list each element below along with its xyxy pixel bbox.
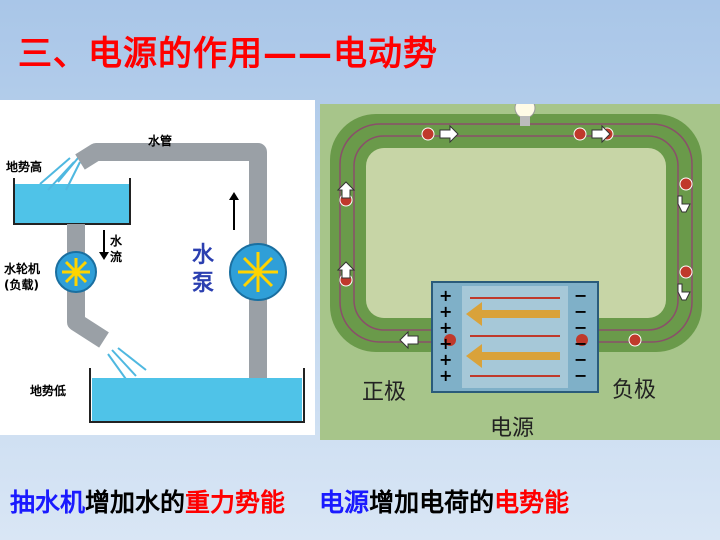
upper-tank-water bbox=[14, 184, 130, 224]
down-arrow-head bbox=[99, 252, 109, 260]
plus-sign: + bbox=[439, 366, 453, 385]
water-analogy-diagram: 水管 地势高 水 流 水轮机 (负载) 地势低 水 泵 bbox=[0, 100, 315, 435]
pump-label-2: 泵 bbox=[192, 270, 215, 296]
caption-increase-charge: 增加电荷的 bbox=[369, 488, 495, 517]
power-source-label: 电源 bbox=[490, 416, 535, 441]
caption-increase-water: 增加水的 bbox=[85, 488, 186, 517]
water-spray-bottom bbox=[107, 347, 147, 383]
high-potential-label: 地势高 bbox=[6, 160, 43, 174]
water-pipe-label: 水管 bbox=[148, 134, 173, 148]
circuit-diagram: + + + + + + − − − − − − 正极 负极 电源 bbox=[320, 97, 720, 441]
source-current-arrows bbox=[470, 297, 560, 377]
circuit-svg bbox=[320, 97, 720, 440]
plus-sign: + bbox=[439, 334, 453, 353]
positive-terminal-label: 正极 bbox=[362, 380, 407, 405]
water-spray-top bbox=[39, 157, 81, 191]
plus-sign: + bbox=[439, 302, 453, 321]
low-potential-label: 地势低 bbox=[30, 384, 67, 398]
lower-tank-water bbox=[92, 378, 302, 422]
negative-terminal-label: 负极 bbox=[612, 378, 657, 403]
water-flow-label-2: 流 bbox=[110, 250, 123, 264]
source-force-arrows bbox=[466, 302, 560, 368]
minus-sign: − bbox=[574, 286, 588, 305]
plus-signs: + + + + + + bbox=[439, 288, 452, 384]
minus-sign: − bbox=[574, 334, 588, 353]
minus-sign: − bbox=[574, 350, 588, 369]
up-arrow-head bbox=[229, 192, 239, 200]
minus-sign: − bbox=[574, 318, 588, 337]
caption-electric-pe: 电势能 bbox=[494, 488, 570, 517]
pump-label-1: 水 bbox=[192, 242, 215, 268]
pump-wheel-blades bbox=[238, 252, 278, 292]
plus-sign: + bbox=[439, 350, 453, 369]
water-wheel-blades bbox=[62, 258, 90, 286]
source-charges bbox=[444, 334, 588, 346]
minus-sign: − bbox=[574, 302, 588, 321]
caption-gravity-pe: 重力势能 bbox=[185, 488, 286, 517]
water-analogy-svg bbox=[13, 143, 305, 423]
lower-tank bbox=[89, 368, 305, 423]
water-wheel-label-2: (负载) bbox=[4, 278, 39, 292]
minus-signs: − − − − − − bbox=[574, 288, 587, 384]
water-wheel-label-1: 水轮机 bbox=[4, 262, 41, 276]
caption-source: 电源 bbox=[319, 488, 370, 517]
plus-sign: + bbox=[439, 318, 453, 337]
caption: 抽水机增加水的重力势能 电源增加电荷的电势能 bbox=[10, 483, 569, 519]
conductor-inner bbox=[366, 148, 666, 318]
minus-sign: − bbox=[574, 366, 588, 385]
slide-title: 三、电源的作用——电动势 bbox=[18, 34, 438, 74]
plus-sign: + bbox=[439, 286, 453, 305]
water-flow-label-1: 水 bbox=[110, 234, 123, 248]
flow-arrows bbox=[336, 124, 691, 350]
caption-pump: 抽水机 bbox=[10, 488, 86, 517]
